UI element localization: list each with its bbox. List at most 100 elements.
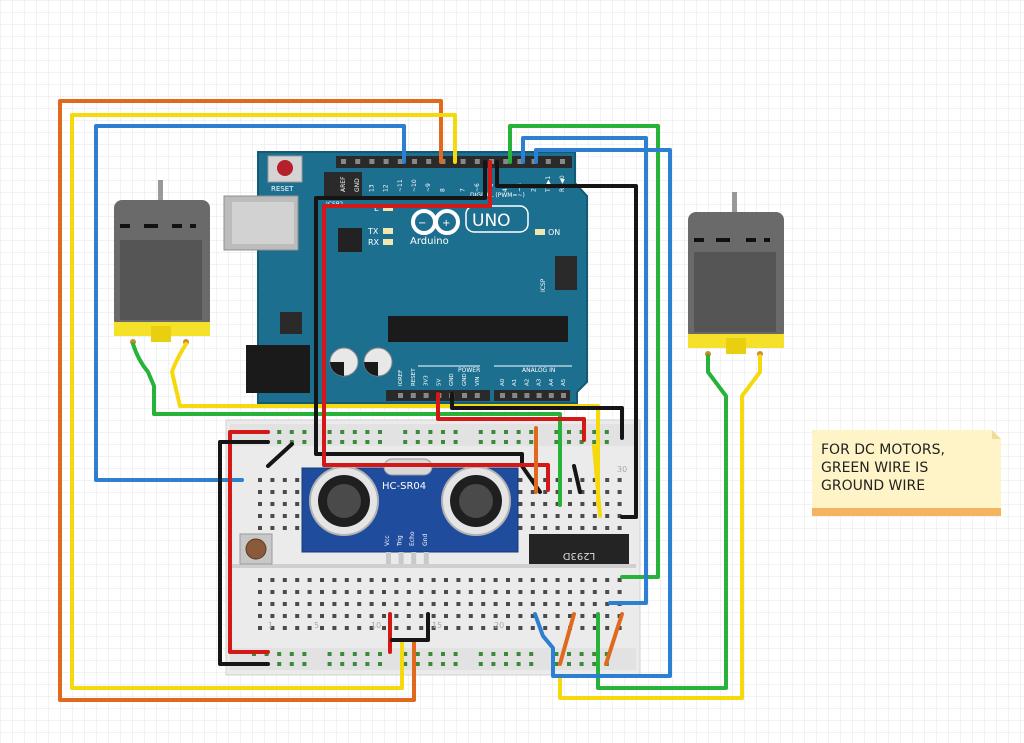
breadboard-hole xyxy=(605,490,610,494)
breadboard-hole xyxy=(307,602,312,606)
power-label: POWER xyxy=(458,367,480,374)
breadboard-hole xyxy=(568,590,572,594)
breadboard-hole xyxy=(568,478,572,482)
breadboard-hole xyxy=(431,602,436,606)
microcontroller-chip xyxy=(388,316,568,342)
rail-hole xyxy=(567,430,571,434)
breadboard-hole xyxy=(580,626,585,630)
breadboard-hole xyxy=(530,490,535,494)
breadboard-hole xyxy=(580,614,585,618)
note-line-2: GREEN WIRE IS xyxy=(821,460,928,476)
rail-hole xyxy=(478,430,483,434)
breadboard-hole xyxy=(580,478,585,482)
breadboard-hole xyxy=(282,514,287,518)
rail-hole xyxy=(428,662,433,666)
sensor-pin-label: Gnd xyxy=(422,534,429,546)
breadboard-hole xyxy=(518,478,523,482)
rail-hole xyxy=(554,430,559,434)
digital-pin-label: ~11 xyxy=(397,179,404,192)
breadboard-hole xyxy=(295,590,300,594)
breadboard-hole xyxy=(270,478,275,482)
breadboard-hole xyxy=(282,578,287,582)
rail-hole xyxy=(327,652,332,656)
breadboard-hole xyxy=(444,602,448,606)
digital-pin-hole xyxy=(517,159,523,164)
analog-pin-label: A2 xyxy=(524,379,530,386)
digital-pin-label: 4 xyxy=(502,188,509,192)
breadboard-hole xyxy=(543,602,548,606)
rail-hole xyxy=(378,662,382,666)
note-line-3: GROUND WIRE xyxy=(821,478,925,494)
analog-pin-label: A4 xyxy=(549,378,555,386)
rail-hole xyxy=(441,440,445,444)
analog-pin-hole xyxy=(500,393,505,398)
breadboard-hole xyxy=(344,626,349,630)
breadboard-hole xyxy=(605,502,610,506)
breadboard-hole xyxy=(592,526,597,530)
sensor-pin xyxy=(386,552,391,564)
rail-hole xyxy=(579,440,584,444)
breadboard-hole xyxy=(580,502,585,506)
breadboard-hole xyxy=(506,626,510,630)
breadboard-hole xyxy=(555,626,560,630)
rail-hole xyxy=(491,430,496,434)
breadboard-hole xyxy=(270,602,275,606)
breadboard-hole xyxy=(332,578,337,582)
breadboard-hole xyxy=(493,578,498,582)
rail-hole xyxy=(592,430,597,434)
breadboard-hole xyxy=(592,578,597,582)
breadboard-hole xyxy=(555,590,560,594)
breadboard-hole xyxy=(295,626,300,630)
breadboard-hole xyxy=(493,614,498,618)
rail-hole xyxy=(453,662,458,666)
rail-hole xyxy=(491,440,496,444)
rail-hole xyxy=(529,652,534,656)
rail-hole xyxy=(415,662,420,666)
push-button[interactable] xyxy=(239,533,273,565)
power-rail-holes xyxy=(252,430,609,666)
digital-pin-hole xyxy=(426,159,432,164)
breadboard-hole xyxy=(295,478,300,482)
column-number-1: 1 xyxy=(268,621,273,630)
rail-hole xyxy=(403,430,408,434)
column-number-15: 15 xyxy=(432,621,442,630)
breadboard-hole xyxy=(258,590,262,594)
power-jack xyxy=(246,345,310,393)
breadboard-hole xyxy=(369,578,374,582)
rail-hole xyxy=(415,652,420,656)
breadboard-hole xyxy=(394,626,399,630)
breadboard-hole xyxy=(357,602,362,606)
rail-hole xyxy=(516,430,521,434)
breadboard-hole xyxy=(344,602,349,606)
rail-hole xyxy=(516,652,521,656)
wire-black-short-2 xyxy=(572,464,582,494)
breadboard-hole xyxy=(258,478,262,482)
breadboard-hole xyxy=(307,626,312,630)
breadboard-hole xyxy=(605,526,610,530)
rail-hole xyxy=(403,662,408,666)
breadboard-hole xyxy=(592,478,597,482)
rail-hole xyxy=(302,662,307,666)
arduino-brand-label: Arduino xyxy=(410,236,449,247)
breadboard-hole xyxy=(543,526,548,530)
rail-hole xyxy=(579,652,584,656)
breadboard-hole xyxy=(481,602,486,606)
analog-label: ANALOG IN xyxy=(522,367,555,374)
breadboard-hole xyxy=(382,578,386,582)
breadboard-hole xyxy=(270,514,275,518)
rail-hole xyxy=(428,430,433,434)
rail-hole xyxy=(504,662,508,666)
rail-hole xyxy=(352,652,357,656)
breadboard-hole xyxy=(481,614,486,618)
breadboard-hole xyxy=(357,590,362,594)
digital-pin-hole xyxy=(474,159,480,164)
breadboard-hole xyxy=(617,502,622,506)
rail-hole xyxy=(365,662,370,666)
digital-pin-hole xyxy=(503,159,509,164)
breadboard-hole xyxy=(506,590,510,594)
breadboard-hole xyxy=(382,602,386,606)
voltage-regulator xyxy=(280,312,302,334)
